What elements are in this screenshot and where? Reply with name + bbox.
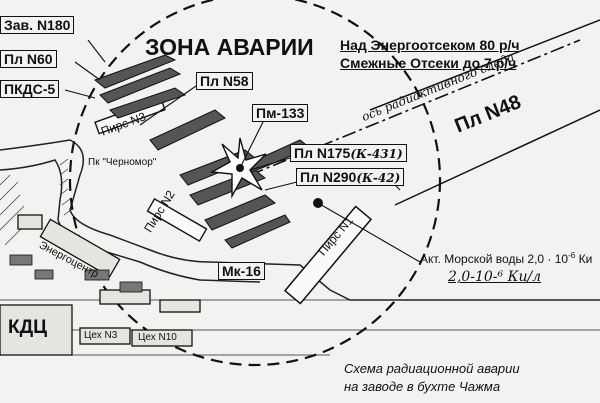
label-ceh-10: Цех N10: [138, 332, 177, 343]
caption-line-2: на заводе в бухте Чажма: [344, 379, 501, 394]
label-mk-16: Мк-16: [218, 262, 265, 280]
buildings: [0, 214, 201, 356]
label-pl-290-note: (К-42): [356, 171, 401, 185]
seawater-activity-label: Акт. Морской воды 2,0 · 10: [420, 252, 569, 266]
accident-zone-circle: [68, 0, 442, 367]
dose-note-adjacent: Смежные Отсеки до 7 р/ч: [340, 55, 517, 71]
label-chernomor: Пк "Черномор": [88, 157, 157, 168]
dose-note-reactor: Над Энергоотсеком 80 р/ч: [340, 37, 520, 53]
zone-title: ЗОНА АВАРИИ: [145, 34, 314, 60]
seawater-activity: Акт. Морской воды 2,0 · 10-6 Ки: [420, 251, 593, 266]
submarine-hulls: [93, 54, 311, 249]
label-pl-60: Пл N60: [0, 50, 57, 68]
seawater-activity-unit: Ки: [578, 252, 593, 266]
pier-2: [146, 197, 208, 243]
seawater-activity-exponent: -6: [568, 251, 576, 260]
label-pl-58: Пл N58: [196, 72, 253, 90]
pier-1: [283, 205, 373, 305]
label-ceh-3: Цех N3: [84, 330, 118, 341]
caption-line-1: Схема радиационной аварии: [344, 361, 520, 376]
label-pl-175: Пл N175(К-431): [290, 144, 407, 162]
label-pl-175-note: (К-431): [350, 147, 403, 161]
label-kdc: КДЦ: [8, 317, 48, 338]
seawater-handwritten: 2,0-10-⁶ Ки/л: [448, 269, 542, 285]
label-pm-133: Пм-133: [252, 104, 309, 122]
label-zav-180: Зав. N180: [0, 16, 75, 34]
pier-48: [369, 19, 600, 206]
label-pkds-5: ПКДС-5: [0, 80, 60, 98]
label-pl-290-name: Пл N290: [300, 169, 357, 185]
label-pl-290: Пл N290(К-42): [296, 168, 405, 186]
label-pl-175-name: Пл N175: [294, 145, 351, 161]
